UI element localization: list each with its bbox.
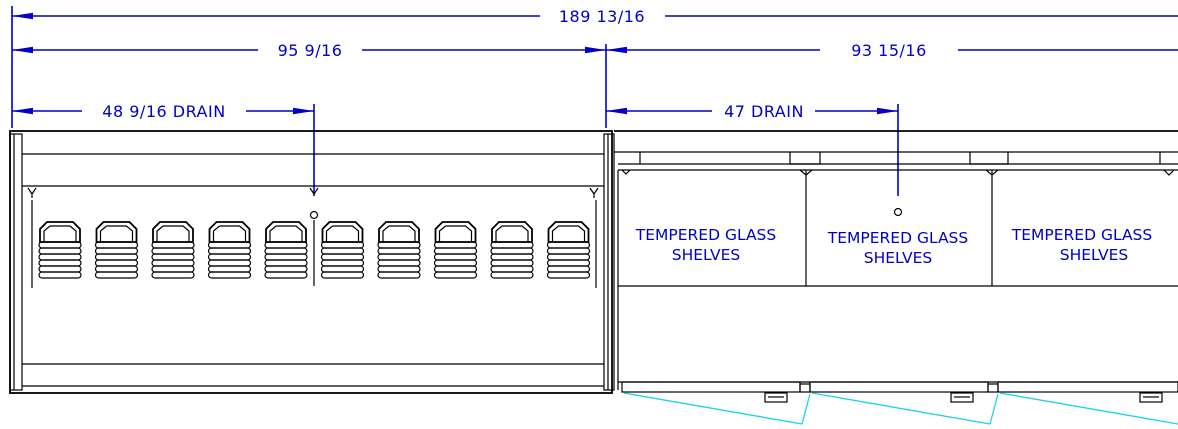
left-end-post xyxy=(9,133,23,391)
base-panel-2 xyxy=(809,381,989,393)
left-case-frame xyxy=(9,130,613,394)
shelf-label-2-line1: TEMPERED GLASS xyxy=(827,229,968,247)
handle-1 xyxy=(764,392,788,403)
dimension-lines: 189 13/16 95 9/16 93 15/16 48 9/16 DRAIN… xyxy=(11,6,1178,196)
handle-2 xyxy=(950,392,974,403)
stacked-product xyxy=(207,221,252,279)
base-panel-1 xyxy=(621,381,801,393)
stacked-product xyxy=(490,221,534,279)
right-bracket xyxy=(589,187,599,198)
shelf-label-1-line1: TEMPERED GLASS xyxy=(635,226,776,244)
stacked-product xyxy=(94,221,139,279)
shelf-label-3-line2: SHELVES xyxy=(1060,246,1128,264)
shelf-label-1-line2: SHELVES xyxy=(672,246,740,264)
canopy-tabs xyxy=(639,152,1161,165)
base-panel-3 xyxy=(997,381,1178,393)
stacked-product xyxy=(264,221,308,279)
left-drain-circle xyxy=(309,210,319,220)
right-case-section: TEMPERED GLASS SHELVES TEMPERED GLASS SH… xyxy=(614,130,1178,425)
stacked-product xyxy=(546,221,591,279)
middle-end-post xyxy=(603,133,615,391)
shelf-label-2-line2: SHELVES xyxy=(864,249,932,267)
left-case-section xyxy=(9,130,615,394)
right-section-dimension-label: 93 15/16 xyxy=(851,41,927,60)
right-drain-circle xyxy=(893,207,903,217)
stacked-product xyxy=(38,221,82,279)
right-drain-dimension-label: 47 DRAIN xyxy=(724,102,804,121)
stacked-product xyxy=(377,221,421,279)
left-section-dimension-label: 95 9/16 xyxy=(278,41,343,60)
stacked-product-group xyxy=(38,221,591,279)
stacked-product xyxy=(320,221,365,279)
center-bracket xyxy=(309,187,319,196)
handle-3 xyxy=(1139,392,1163,403)
stacked-product xyxy=(433,221,478,279)
door-swing-lines xyxy=(623,392,1178,425)
left-drain-dimension-label: 48 9/16 DRAIN xyxy=(102,102,225,121)
shelf-clips xyxy=(621,169,1175,176)
shelf-label-3-line1: TEMPERED GLASS xyxy=(1011,226,1152,244)
overall-dimension-label: 189 13/16 xyxy=(559,7,645,26)
left-bracket xyxy=(27,187,37,198)
stacked-product xyxy=(151,221,195,279)
